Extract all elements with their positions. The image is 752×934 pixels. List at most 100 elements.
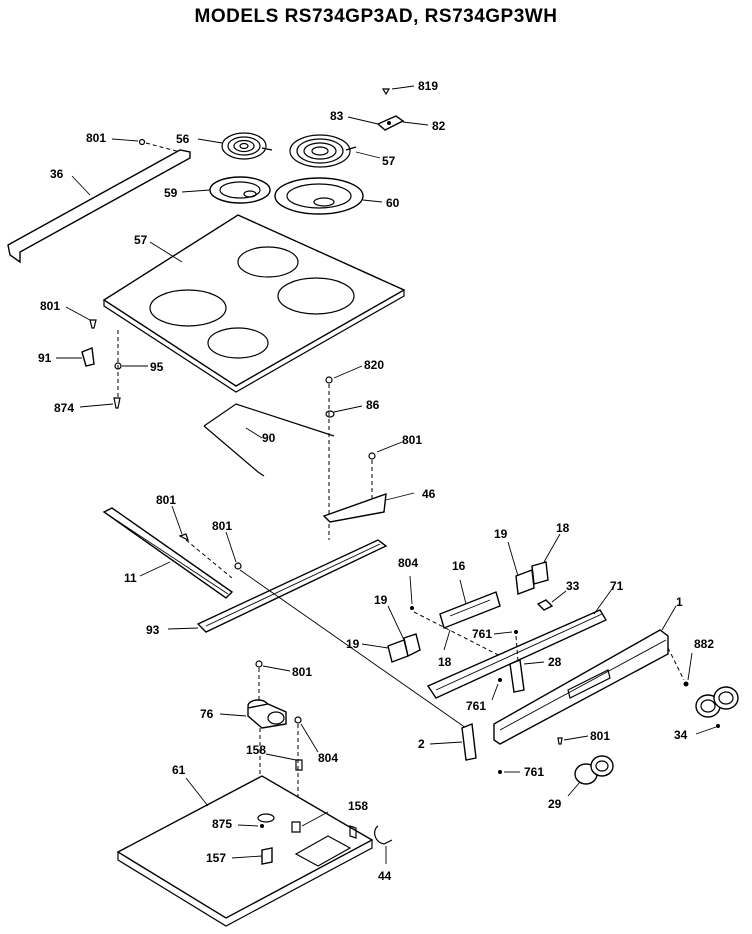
callout-76: 76 — [200, 707, 214, 721]
part-19-switch-b — [387, 605, 409, 663]
callout-761: 761 — [472, 627, 492, 641]
part-2-bracket — [429, 723, 477, 761]
part-801-screw-c — [368, 441, 403, 505]
part-874-screw — [79, 397, 121, 409]
part-34-knobs — [695, 686, 739, 735]
part-157-bracket — [231, 847, 273, 865]
callout-1: 1 — [676, 595, 683, 609]
part-801-screw-a — [111, 138, 181, 153]
part-1-front-panel — [493, 605, 685, 745]
part-16-switch-assembly — [439, 579, 501, 629]
part-19-switch-a — [507, 541, 535, 595]
part-761-screw-a — [493, 630, 521, 687]
callout-11: 11 — [124, 571, 137, 585]
callout-91: 91 — [38, 351, 52, 365]
callout-90: 90 — [262, 431, 276, 445]
callout-18: 18 — [556, 521, 570, 535]
part-819-screw — [381, 85, 415, 96]
callout-29: 29 — [548, 797, 562, 811]
callout-157: 157 — [206, 851, 226, 865]
diagram-title: MODELS RS734GP3AD, RS734GP3WH — [194, 6, 558, 27]
part-46-bracket — [322, 492, 415, 523]
part-801-screw-b — [65, 306, 97, 329]
leader-line — [239, 569, 467, 729]
callout-819: 819 — [418, 79, 438, 93]
part-18-switch-a — [531, 533, 561, 585]
callout-60: 60 — [386, 196, 400, 210]
part-61-bottom-tray — [116, 775, 374, 927]
part-71-control-panel — [426, 588, 613, 699]
part-90-wire-bracket — [203, 403, 335, 477]
callout-874: 874 — [54, 401, 74, 415]
part-91-bracket — [56, 347, 95, 367]
part-19-switch-c — [361, 633, 421, 658]
callout-36: 36 — [50, 167, 64, 181]
part-801-screw-f — [255, 660, 291, 700]
callout-57b: 57 — [134, 233, 148, 247]
callout-16: 16 — [452, 559, 466, 573]
callout-18b: 18 — [438, 655, 452, 669]
callout-801b: 801 — [40, 299, 60, 313]
callout-19c: 19 — [346, 637, 360, 651]
callout-59: 59 — [164, 186, 178, 200]
callout-28: 28 — [548, 655, 562, 669]
callout-882: 882 — [694, 637, 714, 651]
part-60-large-drip-pan — [274, 177, 383, 215]
callout-57: 57 — [382, 154, 396, 168]
part-761-screw-b — [491, 678, 502, 701]
callout-71: 71 — [610, 579, 624, 593]
callout-46: 46 — [422, 487, 436, 501]
callout-33: 33 — [566, 579, 580, 593]
part-158-clip-b — [291, 811, 329, 833]
part-57-large-coil — [289, 134, 381, 168]
part-82-terminal-block — [347, 115, 429, 131]
callout-82: 82 — [432, 119, 446, 133]
part-56-small-coil — [197, 132, 273, 160]
part-57-cooktop — [102, 214, 406, 393]
callout-804: 804 — [398, 556, 418, 570]
part-36-rear-rail — [7, 149, 191, 264]
callout-820: 820 — [364, 358, 384, 372]
part-86-spacer — [325, 405, 363, 418]
callout-19b: 19 — [374, 593, 388, 607]
callout-801g: 801 — [292, 665, 312, 679]
callout-labels: 819 83 82 801 56 57 36 59 60 57 801 91 9… — [38, 79, 714, 883]
part-804-screw-a — [409, 575, 517, 665]
part-801-screw-g — [557, 735, 589, 745]
part-875-screw — [237, 824, 264, 828]
part-59-small-drip-pan — [181, 176, 271, 204]
callout-61: 61 — [172, 763, 186, 777]
part-93-trim-bar — [167, 539, 388, 633]
callout-158b: 158 — [348, 799, 368, 813]
callout-44: 44 — [378, 869, 392, 883]
callout-801c: 801 — [402, 433, 422, 447]
callout-801f: 801 — [590, 729, 610, 743]
callout-56: 56 — [176, 132, 190, 146]
part-882-screw — [683, 652, 693, 687]
callout-93: 93 — [146, 623, 160, 637]
part-801-screw-d — [171, 505, 233, 579]
part-28-switch — [509, 659, 545, 693]
part-44-clip — [374, 825, 393, 864]
callout-804b: 804 — [318, 751, 338, 765]
callout-158: 158 — [246, 743, 266, 757]
part-33-knob-insert — [536, 590, 567, 611]
callout-86: 86 — [366, 398, 380, 412]
callout-801e: 801 — [212, 519, 232, 533]
part-95-clip — [114, 330, 148, 400]
part-29-knobs — [567, 755, 614, 797]
callout-83: 83 — [330, 109, 344, 123]
callout-34: 34 — [674, 728, 688, 742]
leader-18b — [443, 629, 451, 651]
callout-801: 801 — [86, 131, 106, 145]
callout-95: 95 — [150, 360, 164, 374]
part-11-side-trim — [102, 507, 234, 599]
callout-761b: 761 — [466, 699, 486, 713]
part-801-screw-e — [225, 531, 242, 570]
callout-761c: 761 — [524, 765, 544, 779]
callout-875: 875 — [212, 817, 232, 831]
callout-801d: 801 — [156, 493, 176, 507]
part-761-screw-c — [498, 770, 520, 774]
part-158-clip-a — [265, 753, 303, 771]
